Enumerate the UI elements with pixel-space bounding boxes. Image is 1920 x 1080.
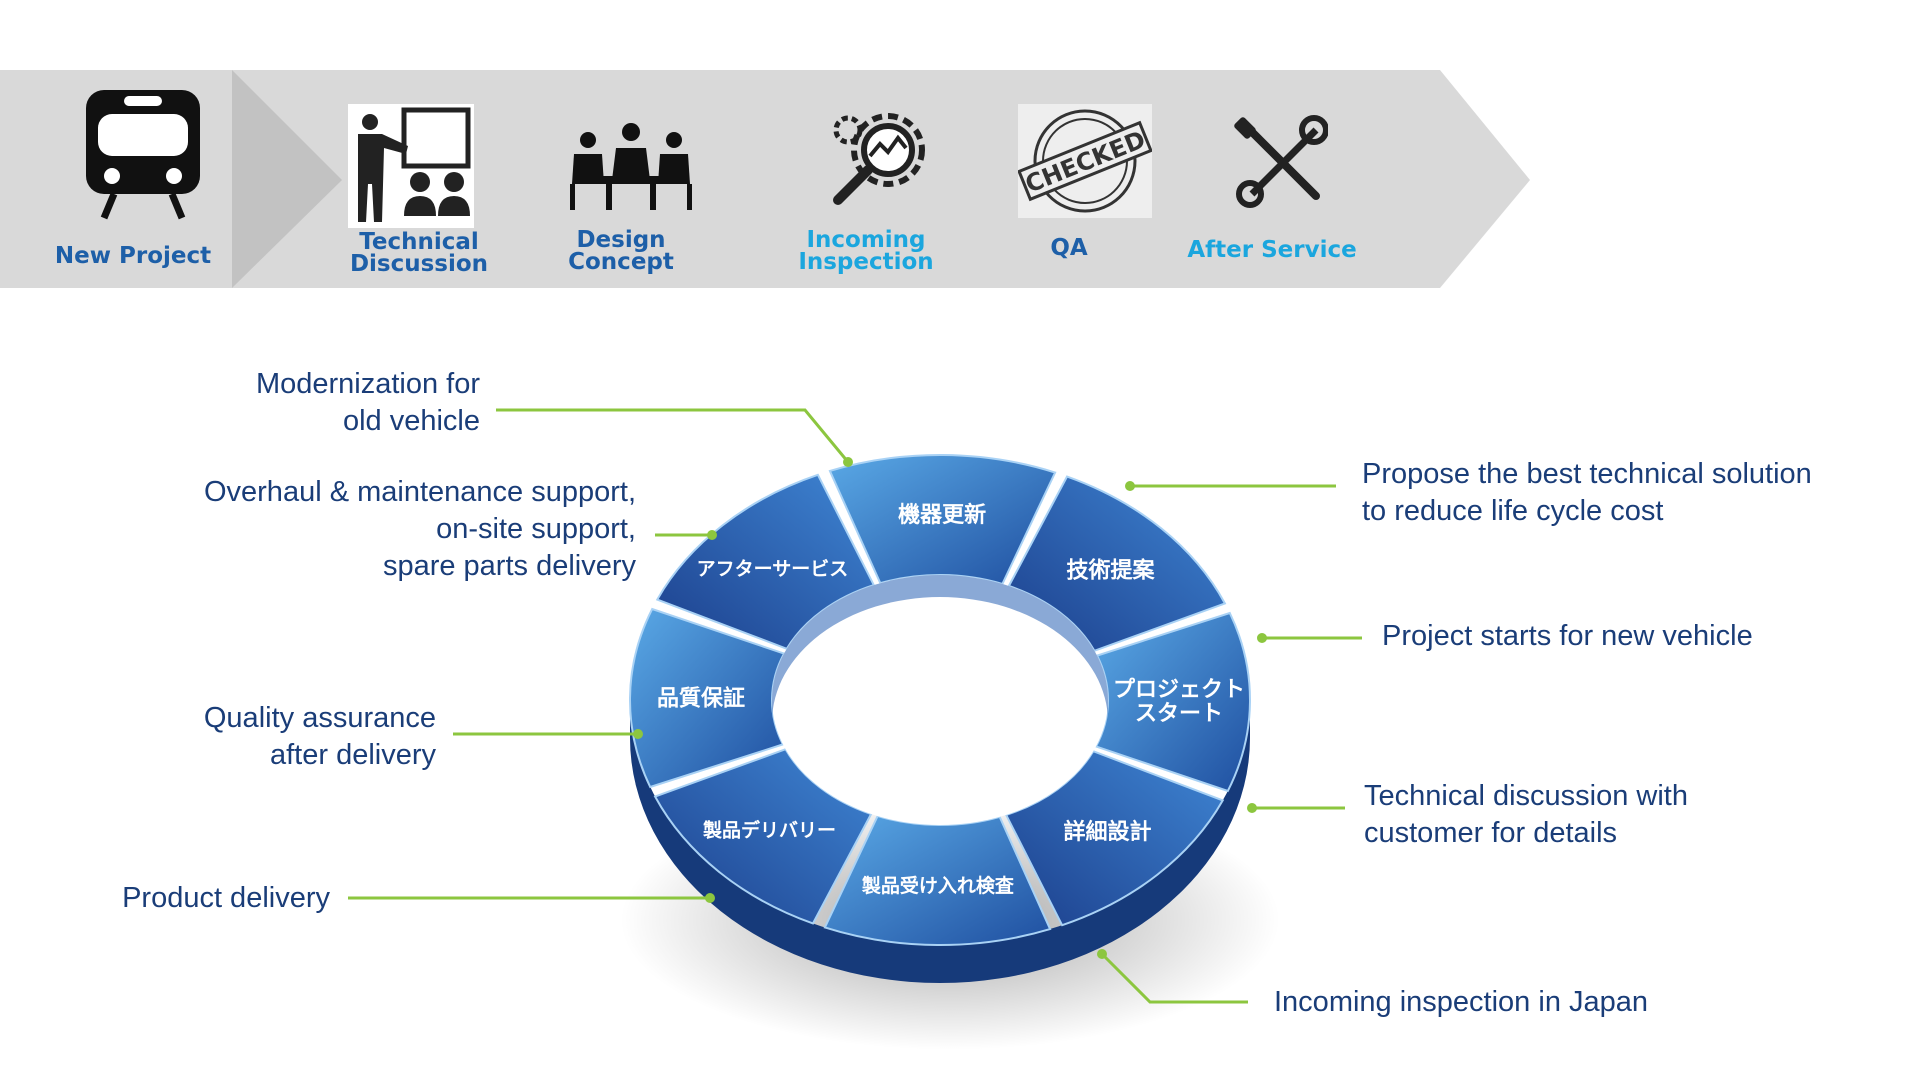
- meeting-icon: [570, 123, 692, 210]
- ring-segment-label: 品質保証: [657, 685, 745, 711]
- ring-segment-label: プロジェクト: [1113, 678, 1245, 703]
- ring-segment-label: 機器更新: [898, 502, 986, 528]
- ring-inner-wall: [772, 575, 1108, 722]
- annotation-propose: Propose the best technical solution to r…: [1362, 458, 1812, 527]
- ring-segment-label: 製品受け入れ検査: [861, 874, 1015, 897]
- step-new-project: New Project: [54, 243, 212, 269]
- gear-magnifier-icon: [833, 113, 925, 205]
- step-design-concept: Design Concept: [568, 227, 674, 275]
- annotation-modernization: Modernization for old vehicle: [255, 368, 480, 437]
- step-qa: QA: [1050, 235, 1088, 261]
- annotation-incoming: Incoming inspection in Japan: [1274, 986, 1649, 1018]
- stamp-graphic: CHECKED: [1017, 109, 1153, 213]
- train-icon: [86, 90, 200, 220]
- band-divider-arrow: [232, 70, 342, 288]
- presentation-icon: [348, 104, 474, 228]
- annotation-after-service: Overhaul & maintenance support, on-site …: [203, 476, 636, 582]
- ring-segment-label: アフターサービス: [697, 558, 849, 580]
- annotation-technical-discussion: Technical discussion with customer for d…: [1364, 780, 1688, 849]
- process-band: [0, 70, 1530, 288]
- ring-segments: [629, 454, 1251, 946]
- ring-segment-label: 詳細設計: [1064, 819, 1152, 845]
- annotation-quality: Quality assurance after delivery: [203, 702, 436, 771]
- step-after-service: After Service: [1187, 237, 1357, 263]
- tools-icon: [1234, 115, 1328, 208]
- ring-segment-label: スタート: [1135, 702, 1223, 727]
- ring-hole: [772, 575, 1108, 825]
- ring-segment-label: 技術提案: [1066, 557, 1155, 583]
- annotation-project-start: Project starts for new vehicle: [1382, 620, 1753, 652]
- step-technical-discussion: Technical Discussion: [349, 229, 489, 277]
- ring-segment-label: 製品デリバリー: [702, 819, 836, 842]
- annotation-delivery: Product delivery: [122, 882, 330, 914]
- step-incoming-inspection: Incoming Inspection: [798, 227, 934, 275]
- checked-stamp-icon: CHECKED: [1017, 104, 1153, 218]
